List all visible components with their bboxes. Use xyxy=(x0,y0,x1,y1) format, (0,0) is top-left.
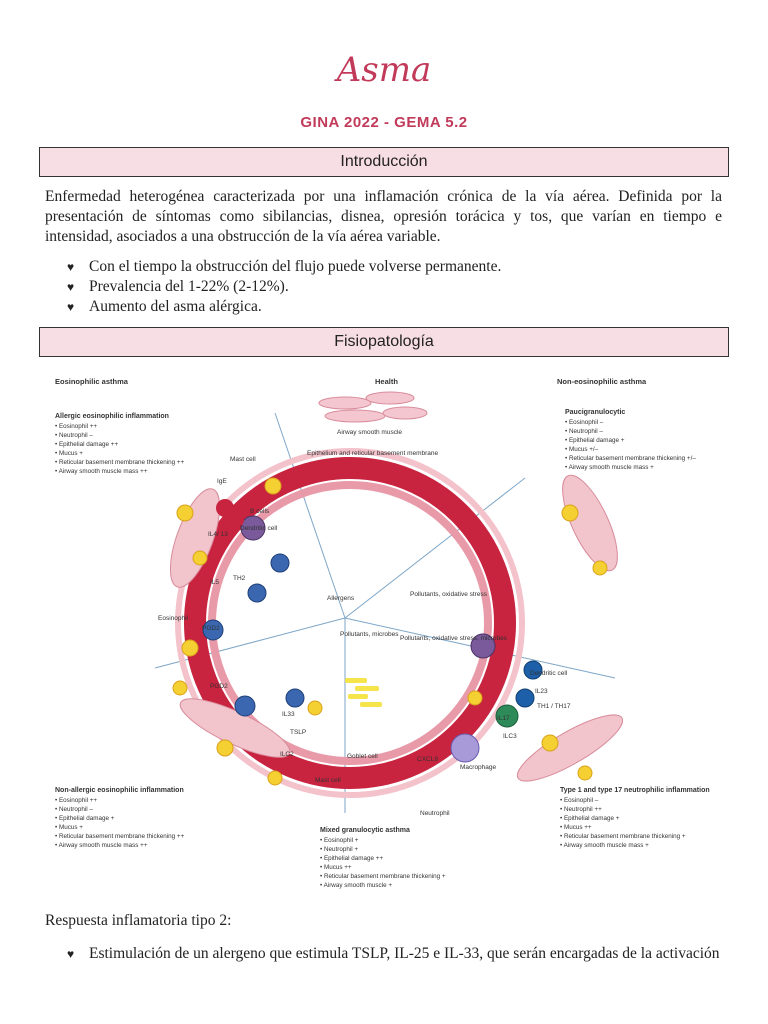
list-item: ♥Aumento del asma alérgica. xyxy=(67,298,262,315)
svg-text:• Airway smooth muscle mass +: • Airway smooth muscle mass + xyxy=(560,842,649,849)
svg-text:• Neutrophil –: • Neutrophil – xyxy=(565,428,603,435)
svg-text:• Mucus +/–: • Mucus +/– xyxy=(565,446,599,453)
svg-text:Dendritic cell: Dendritic cell xyxy=(530,670,568,677)
dendritic-cell xyxy=(240,515,266,541)
svg-text:• Mucus ++: • Mucus ++ xyxy=(560,824,592,831)
svg-text:• Airway smooth muscle +: • Airway smooth muscle + xyxy=(320,882,392,889)
svg-text:Pollutants, microbes: Pollutants, microbes xyxy=(340,631,399,638)
section-fisio-header: Fisiopatología xyxy=(39,327,729,357)
svg-text:IL23: IL23 xyxy=(535,688,548,695)
svg-text:• Eosinophil –: • Eosinophil – xyxy=(565,419,604,426)
svg-text:ILC2: ILC2 xyxy=(280,751,294,758)
svg-text:• Epithelial damage ++: • Epithelial damage ++ xyxy=(320,855,383,862)
fig-mixed-title: Mixed granulocytic asthma xyxy=(320,827,410,834)
svg-text:• Eosinophil +: • Eosinophil + xyxy=(320,837,359,844)
svg-text:• Eosinophil –: • Eosinophil – xyxy=(560,797,599,804)
fig-pauci-title: Paucigranulocytic xyxy=(565,409,625,416)
fig-nonallergic-title: Non-allergic eosinophilic inflammation xyxy=(55,787,184,794)
intro-bullet-list: ♥Con el tiempo la obstrucción del flujo … xyxy=(45,257,725,317)
svg-text:IL4/ 13: IL4/ 13 xyxy=(208,531,228,538)
svg-text:IgE: IgE xyxy=(217,478,227,485)
svg-text:• Reticular basement membrane: • Reticular basement membrane thickening… xyxy=(55,459,185,466)
svg-text:Dendritic cell: Dendritic cell xyxy=(240,525,278,532)
svg-text:Mast cell: Mast cell xyxy=(315,777,341,784)
svg-text:• Neutrophil –: • Neutrophil – xyxy=(55,806,93,813)
page-subtitle: GINA 2022 - GEMA 5.2 xyxy=(300,114,468,131)
svg-text:Allergens: Allergens xyxy=(327,595,355,602)
svg-text:Macrophage: Macrophage xyxy=(460,764,497,771)
svg-text:Pollutants, oxidative stress,: Pollutants, oxidative stress, microbes xyxy=(400,635,508,642)
svg-text:IL33: IL33 xyxy=(282,711,295,718)
svg-text:Epithelium and reticular basem: Epithelium and reticular basement membra… xyxy=(307,450,439,457)
fig-type1-title: Type 1 and type 17 neutrophilic inflamma… xyxy=(560,787,710,794)
svg-text:Airway smooth muscle: Airway smooth muscle xyxy=(337,429,402,436)
svg-text:IL5: IL5 xyxy=(210,579,219,586)
svg-text:IL17: IL17 xyxy=(497,715,510,722)
svg-text:• Reticular basement membrane: • Reticular basement membrane thickening… xyxy=(565,455,696,462)
svg-text:• Mucus +: • Mucus + xyxy=(55,824,83,831)
svg-text:• Eosinophil ++: • Eosinophil ++ xyxy=(55,797,97,804)
svg-text:• Airway smooth muscle mass +: • Airway smooth muscle mass + xyxy=(565,464,654,471)
svg-text:TSLP: TSLP xyxy=(290,729,306,736)
heart-bullet-icon: ♥ xyxy=(67,300,75,314)
svg-text:Eosinophilic asthma: Eosinophilic asthma xyxy=(55,377,129,386)
svg-text:• Reticular basement membrane: • Reticular basement membrane thickening… xyxy=(560,833,686,840)
macrophage-cell xyxy=(495,704,519,728)
fig-label-health: Health xyxy=(375,377,398,386)
svg-text:• Neutrophil –: • Neutrophil – xyxy=(55,432,93,439)
svg-text:Pollutants, oxidative stress: Pollutants, oxidative stress xyxy=(410,591,488,598)
response-heading: Respuesta inflamatoria tipo 2: xyxy=(45,912,232,929)
svg-text:Neutrophil: Neutrophil xyxy=(420,810,450,817)
asthma-phenotype-diagram: Eosinophilic asthma Health Non-eosinophi… xyxy=(55,377,710,889)
svg-text:TH1 / TH17: TH1 / TH17 xyxy=(537,703,571,710)
list-item: ♥Con el tiempo la obstrucción del flujo … xyxy=(67,258,502,275)
page-title: Asma xyxy=(336,50,432,90)
svg-text:• Neutrophil +: • Neutrophil + xyxy=(320,846,358,853)
svg-text:• Airway smooth muscle mass ++: • Airway smooth muscle mass ++ xyxy=(55,842,148,849)
svg-text:PGD2: PGD2 xyxy=(210,683,228,690)
fig-allergic-title: Allergic eosinophilic inflammation xyxy=(55,413,169,420)
heart-bullet-icon: ♥ xyxy=(67,280,75,294)
heart-bullet-icon: ♥ xyxy=(67,260,75,274)
svg-text:• Airway smooth muscle mass ++: • Airway smooth muscle mass ++ xyxy=(55,468,148,475)
section-intro-header: Introducción xyxy=(39,147,729,177)
dendritic-cell xyxy=(470,633,496,659)
svg-text:• Reticular basement membrane: • Reticular basement membrane thickening… xyxy=(320,873,446,880)
svg-text:CXCL8: CXCL8 xyxy=(417,756,438,763)
svg-text:• Eosinophil ++: • Eosinophil ++ xyxy=(55,423,97,430)
svg-text:• Neutrophil ++: • Neutrophil ++ xyxy=(560,806,602,813)
svg-text:B cells: B cells xyxy=(250,508,270,515)
fig-label-non-eosinophilic: Non-eosinophilic asthma xyxy=(557,377,647,386)
svg-text:Goblet cell: Goblet cell xyxy=(347,753,378,760)
svg-text:TH2: TH2 xyxy=(233,575,246,582)
response-bullet-list: ♥Estimulación de un alergeno que estimul… xyxy=(45,944,725,964)
svg-text:• Reticular basement membrane: • Reticular basement membrane thickening… xyxy=(55,833,185,840)
svg-text:ILC3: ILC3 xyxy=(503,733,517,740)
airway-wall-ring xyxy=(184,457,516,789)
fig-label-eosinophilic: Eosinophilic asthma xyxy=(55,377,129,386)
svg-text:• Mucus +: • Mucus + xyxy=(55,450,83,457)
intro-paragraph: Enfermedad heterogénea caracterizada por… xyxy=(45,188,722,245)
svg-text:Eosinophil: Eosinophil xyxy=(158,615,189,622)
svg-text:• Epithelial damage ++: • Epithelial damage ++ xyxy=(55,441,118,448)
neutrophil-cell xyxy=(450,733,480,763)
svg-text:• Mucus ++: • Mucus ++ xyxy=(320,864,352,871)
svg-text:• Epithelial damage +: • Epithelial damage + xyxy=(55,815,115,822)
heart-bullet-icon: ♥ xyxy=(67,947,75,961)
svg-text:Mast cell: Mast cell xyxy=(230,456,256,463)
svg-text:• Epithelial damage +: • Epithelial damage + xyxy=(565,437,625,444)
svg-text:• Epithelial damage +: • Epithelial damage + xyxy=(560,815,620,822)
list-item: ♥Estimulación de un alergeno que estimul… xyxy=(67,945,720,962)
smooth-muscle-bundle xyxy=(318,391,428,423)
list-item: ♥Prevalencia del 1-22% (2-12%). xyxy=(67,278,289,295)
svg-text:PGD2: PGD2 xyxy=(202,625,220,632)
